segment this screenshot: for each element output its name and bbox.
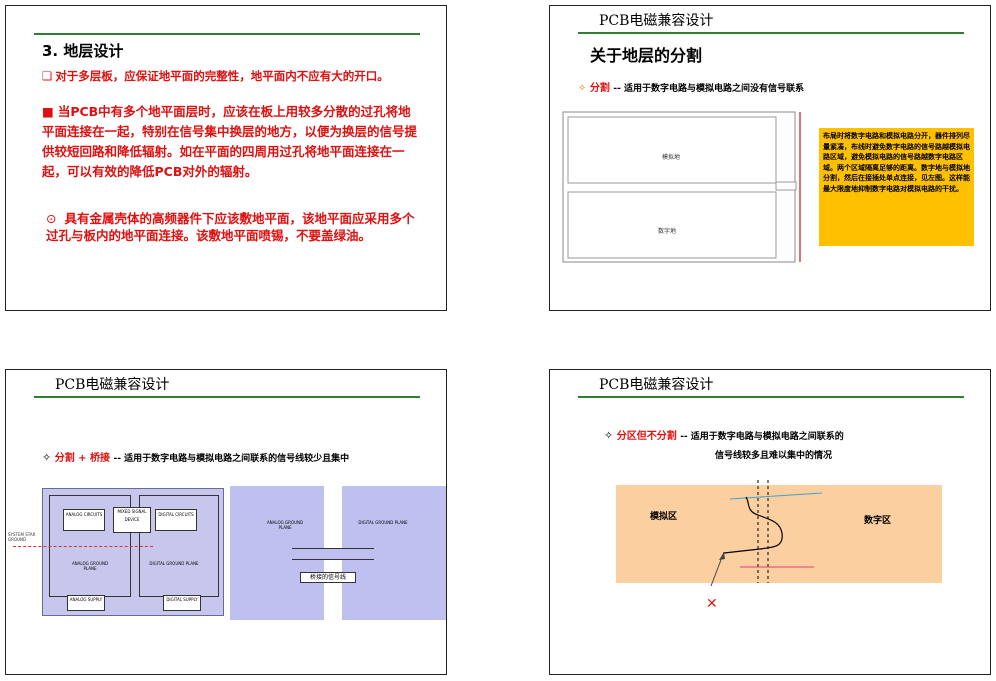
- subtitle-key: 分区但不分割: [616, 431, 677, 442]
- bridge-schematic: ANALOG CIRCUITS MIXED SIGNAL DEVICE DIGI…: [13, 488, 224, 616]
- subtitle-desc: -- 适用于数字电路与模拟电路之间联系的: [680, 432, 844, 442]
- analog-ground-label: 模拟地: [662, 154, 681, 161]
- digital-circuits-box: DIGITAL CIRCUITS: [155, 509, 197, 531]
- subtitle: ✧ 分区但不分割 -- 适用于数字电路与模拟电路之间联系的: [604, 427, 844, 442]
- system-ground-label: SYSTEM STAR GROUND: [8, 532, 36, 542]
- slide-header: PCB电磁兼容设计: [599, 13, 714, 29]
- analog-zone-label: 模拟区: [650, 512, 678, 522]
- analog-circuits-box: ANALOG CIRCUITS: [63, 509, 105, 531]
- signal-bridge: [292, 548, 374, 560]
- routing-diagram: [723, 480, 823, 583]
- sparkle-icon: ✧: [604, 429, 614, 442]
- analog-supply-box: ANALOG SUPPLY: [67, 595, 105, 611]
- bridge-plane-diagram: ANALOG GROUND PLANE DIGITAL GROUND PLANE…: [230, 486, 446, 620]
- item-text: 具有金属壳体的高频器件下应该敷地平面，该地平面应采用多个过孔与板内的地平面连接。…: [46, 211, 415, 243]
- cross-mark-icon: ✕: [706, 596, 718, 612]
- subtitle: ✧ 分割 -- 适用于数字电路与模拟电路之间没有信号联系: [578, 79, 804, 94]
- subtitle-desc: -- 适用于数字电路与模拟电路之间联系的信号线较少且集中: [113, 454, 350, 464]
- item-text: 对于多层板，应保证地平面的完整性，地平面内不应有大的开口。: [55, 69, 389, 83]
- mixed-device-box: MIXED SIGNAL DEVICE: [113, 507, 151, 533]
- bullet-icon: ❑: [42, 69, 53, 83]
- bridge-label: 桥接的信号线: [300, 572, 356, 583]
- subtitle-key: 分割: [589, 83, 610, 94]
- header-rule: [34, 396, 420, 398]
- digital-plane-label: DIGITAL GROUND PLANE: [358, 520, 408, 525]
- analog-plane-label: ANALOG GROUND PLANE: [71, 561, 109, 571]
- slide-1[interactable]: 3. 地层设计 ❑对于多层板，应保证地平面的完整性，地平面内不应有大的开口。 ■…: [5, 5, 447, 311]
- subtitle: ✧ 分割 + 桥接 -- 适用于数字电路与模拟电路之间联系的信号线较少且集中: [42, 449, 349, 464]
- bullet-item-3: ⊙具有金属壳体的高频器件下应该敷地平面，该地平面应采用多个过孔与板内的地平面连接…: [46, 210, 422, 244]
- header-rule: [34, 33, 420, 35]
- star-ground-line: [13, 546, 153, 547]
- subtitle-line-2: 信号线较多且难以集中的情况: [715, 448, 832, 461]
- digital-ground-label: 数字地: [658, 228, 677, 235]
- subtitle-desc: -- 适用于数字电路与模拟电路之间没有信号联系: [613, 84, 804, 94]
- arrow-pointer: [710, 551, 725, 587]
- slide-title: 关于地层的分割: [590, 46, 703, 65]
- sparkle-icon: ✧: [42, 451, 52, 464]
- slide-3[interactable]: PCB电磁兼容设计 ✧ 分割 + 桥接 -- 适用于数字电路与模拟电路之间联系的…: [5, 369, 447, 675]
- subtitle-desc: 信号线较多且难以集中的情况: [715, 451, 833, 461]
- slide-header: PCB电磁兼容设计: [599, 377, 714, 393]
- slide-4[interactable]: PCB电磁兼容设计 ✧ 分区但不分割 -- 适用于数字电路与模拟电路之间联系的 …: [549, 369, 991, 675]
- subtitle-key: 分割 + 桥接: [54, 453, 111, 464]
- analog-plane-label: ANALOG GROUND PLANE: [266, 520, 304, 530]
- slide-2[interactable]: PCB电磁兼容设计 关于地层的分割 ✧ 分割 -- 适用于数字电路与模拟电路之间…: [549, 5, 991, 311]
- bullet-item-2: ■当PCB中有多个地平面层时，应该在板上用较多分散的过孔将地平面连接在一起，特别…: [42, 102, 420, 182]
- digital-zone-label: 数字区: [864, 516, 892, 526]
- digital-supply-box: DIGITAL SUPPLY: [163, 595, 201, 611]
- sparkle-icon: ✧: [578, 83, 587, 94]
- explanation-note: 布局时将数字电路和模拟电路分开，器件排列尽量紧凑，布线时避免数字电路的信号路越模…: [819, 128, 974, 246]
- bullet-item-1: ❑对于多层板，应保证地平面的完整性，地平面内不应有大的开口。: [42, 68, 426, 84]
- bullet-icon: ⊙: [46, 211, 57, 226]
- header-rule: [578, 396, 964, 398]
- digital-plane-label: DIGITAL GROUND PLANE: [149, 561, 199, 566]
- slide-header: PCB电磁兼容设计: [55, 377, 170, 393]
- item-text: 当PCB中有多个地平面层时，应该在板上用较多分散的过孔将地平面连接在一起，特别在…: [42, 104, 418, 179]
- slide-title: 3. 地层设计: [42, 42, 124, 60]
- split-ground-diagram: [562, 111, 801, 263]
- bullet-icon: ■: [42, 104, 54, 119]
- header-rule: [578, 32, 964, 34]
